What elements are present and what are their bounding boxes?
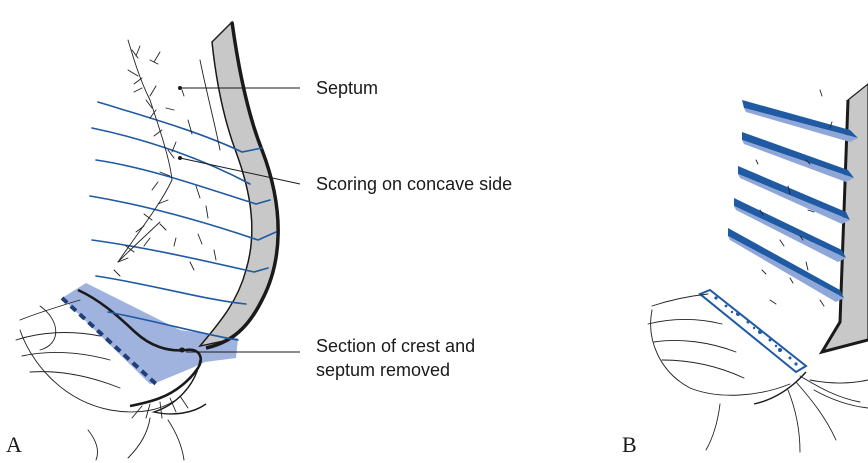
crest-strip-b [700,290,806,372]
panel-letter-b: B [622,432,637,457]
panel-b: B [622,84,868,457]
label-septum: Septum [316,78,378,98]
label-scoring: Scoring on concave side [316,174,512,194]
crest-dot [179,348,185,353]
soft-tissue-b [648,294,868,452]
panel-letter-a: A [6,432,22,457]
label-section-line1: Section of crest and [316,336,475,356]
label-section-line2: septum removed [316,360,450,380]
mucosa-texture-a [114,40,220,276]
panel-a: Septum Scoring on concave side Section o… [6,22,512,460]
